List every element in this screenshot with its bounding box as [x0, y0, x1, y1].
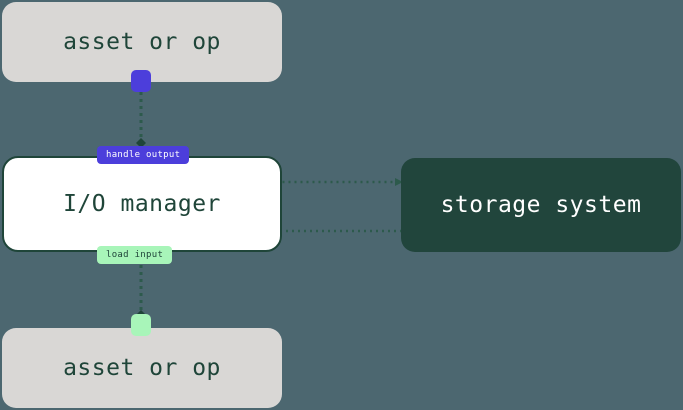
node-io-manager[interactable]: I/O manager	[2, 156, 282, 252]
node-asset-or-op-top[interactable]: asset or op	[2, 2, 282, 82]
node-label: asset or op	[63, 355, 221, 381]
edge-label-handle-output[interactable]: handle output	[97, 146, 190, 164]
load-input-port-handle[interactable]	[131, 314, 151, 336]
node-label: I/O manager	[63, 191, 221, 217]
node-label: asset or op	[63, 29, 221, 55]
node-asset-or-op-bottom[interactable]: asset or op	[2, 328, 282, 408]
edge-label-text: handle output	[106, 150, 181, 160]
handle-output-port-handle[interactable]	[131, 70, 151, 92]
edge-label-text: load input	[106, 250, 164, 260]
node-storage-system[interactable]: storage system	[401, 158, 681, 252]
node-label: storage system	[440, 192, 642, 218]
edge-label-load-input[interactable]: load input	[97, 246, 173, 264]
